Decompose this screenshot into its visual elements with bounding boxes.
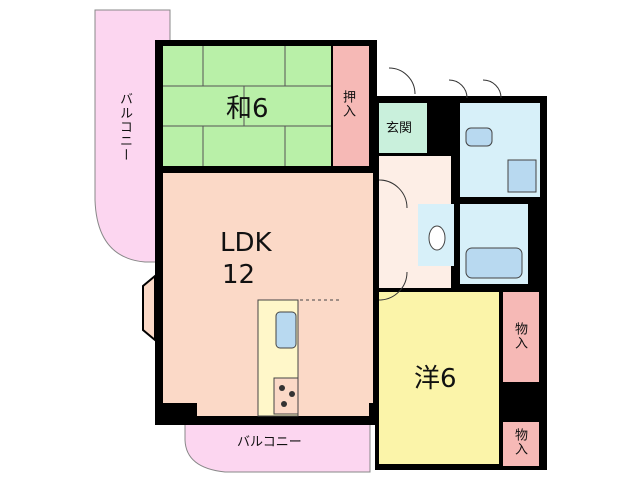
door-swings: [378, 67, 502, 301]
washbasin: [465, 127, 493, 147]
genkan-label: 玄関: [386, 121, 413, 136]
oshiire-closet: [333, 46, 369, 166]
youshitsu-room: [379, 292, 499, 464]
balcony-left-label: バルコニー: [117, 92, 132, 162]
balcony-left-area: [94, 9, 171, 263]
monoire-lower-closet: [503, 422, 539, 466]
washitsu-label: 和6: [226, 94, 269, 124]
oshiire-label: 押入: [340, 90, 355, 118]
monoire-upper-closet: [503, 292, 539, 382]
bathtub: [465, 247, 523, 279]
stove: [273, 377, 299, 415]
youshitsu-label: 洋6: [414, 364, 457, 394]
genkan-entrance: [379, 103, 427, 153]
bay-window: [142, 273, 156, 343]
washitsu-room: [163, 46, 331, 166]
monoire-upper-label: 物入: [512, 322, 527, 350]
tatami-lines: [163, 46, 331, 166]
ldk-label: LDK: [220, 228, 272, 258]
balcony-bottom-area: [184, 423, 371, 473]
kitchen-sink: [275, 311, 297, 349]
washer: [507, 159, 537, 193]
balcony-bottom-label: バルコニー: [237, 435, 302, 450]
ldk-size: 12: [222, 260, 256, 290]
monoire-lower-label: 物入: [512, 428, 527, 456]
